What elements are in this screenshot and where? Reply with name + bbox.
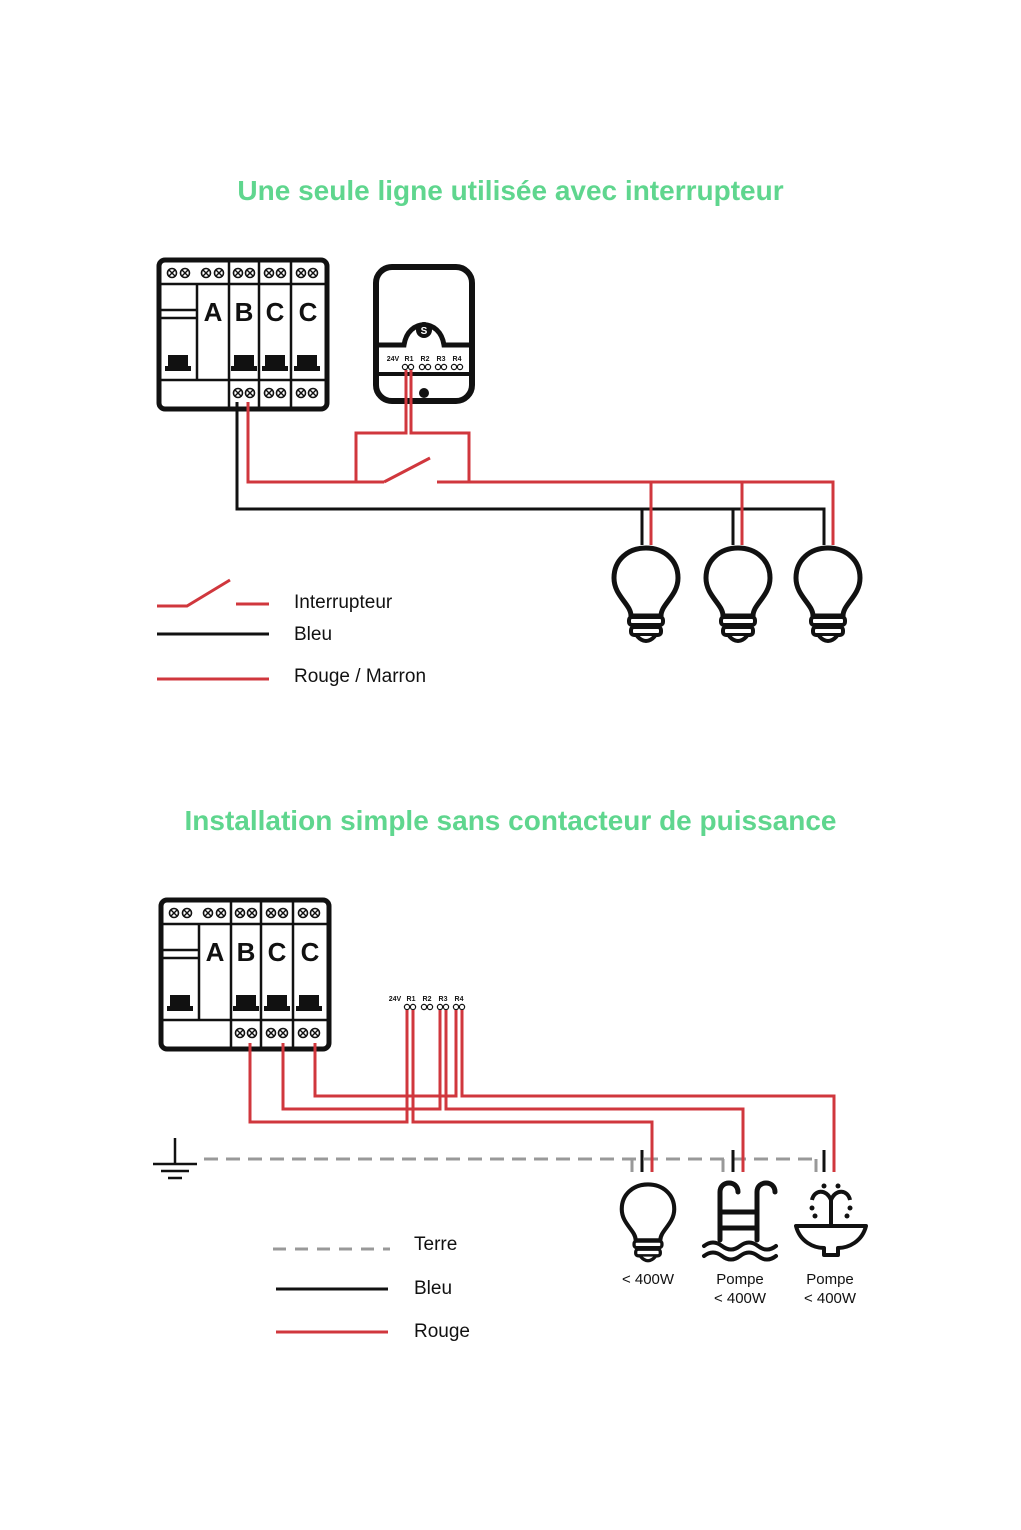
control-module-1: S 24V R1 R2 R3 R4: [373, 264, 475, 404]
breaker-letter-b: B: [235, 297, 254, 327]
term-label-r1: R1: [407, 996, 416, 1003]
load-3-name: Pompe: [806, 1271, 854, 1288]
term-label-r3: R3: [439, 996, 448, 1003]
breaker-panel-2: A B C C: [161, 900, 329, 1049]
load-bulb: < 400W: [622, 1184, 675, 1288]
breaker-panel-1: A B C C: [159, 260, 327, 409]
fountain-icon: [794, 1183, 868, 1257]
legend-label-rouge-marron: Rouge / Marron: [294, 666, 426, 687]
term-label-r4: R4: [453, 356, 462, 363]
bulb-icon: [706, 548, 770, 641]
bulb-icon: [622, 1184, 674, 1260]
switch-legend-icon: [157, 578, 269, 608]
term-label-24v: 24V: [387, 356, 400, 363]
module-logo-icon: [416, 322, 432, 338]
pool-ladder-icon: [702, 1180, 778, 1262]
bulb-icon: [796, 548, 860, 641]
term-label-r1: R1: [405, 356, 414, 363]
legend-label-bleu: Bleu: [414, 1278, 452, 1299]
breaker-letter-c1: C: [268, 937, 287, 967]
term-label-24v: 24V: [389, 996, 402, 1003]
breaker-letter-c1: C: [266, 297, 285, 327]
load-pool-pump: Pompe < 400W: [702, 1180, 778, 1307]
term-label-r2: R2: [423, 996, 432, 1003]
wires-1: [235, 370, 835, 545]
term-label-r4: R4: [455, 996, 464, 1003]
legend-label-rouge: Rouge: [414, 1321, 470, 1342]
breaker-letter-a: A: [204, 297, 223, 327]
legend-label-bleu: Bleu: [294, 624, 332, 645]
load-fountain-pump: Pompe < 400W: [794, 1183, 868, 1307]
term-label-r3: R3: [437, 356, 446, 363]
legend-label-interrupteur: Interrupteur: [294, 592, 393, 613]
load-1-power: < 400W: [622, 1271, 675, 1288]
load-2-name: Pompe: [716, 1271, 764, 1288]
diagram2-title: Installation simple sans contacteur de p…: [184, 805, 837, 836]
breaker-letter-c2: C: [301, 937, 320, 967]
module-logo: S: [421, 326, 428, 337]
legend-1: Interrupteur Bleu Rouge / Marron: [157, 578, 426, 687]
control-terminals-2: 24V R1 R2 R3 R4: [389, 996, 466, 1011]
ground-icon: [153, 1138, 197, 1180]
bulb-icon: [614, 548, 678, 641]
legend-label-terre: Terre: [414, 1234, 457, 1255]
diagram1-title: Une seule ligne utilisée avec interrupte…: [237, 175, 784, 206]
breaker-letter-c2: C: [299, 297, 318, 327]
load-3-power: < 400W: [804, 1290, 857, 1307]
load-2-power: < 400W: [714, 1290, 767, 1307]
wires-2: [204, 1010, 836, 1172]
breaker-letter-a: A: [206, 937, 225, 967]
breaker-letter-b: B: [237, 937, 256, 967]
term-label-r2: R2: [421, 356, 430, 363]
legend-2: Terre Bleu Rouge: [273, 1234, 470, 1342]
